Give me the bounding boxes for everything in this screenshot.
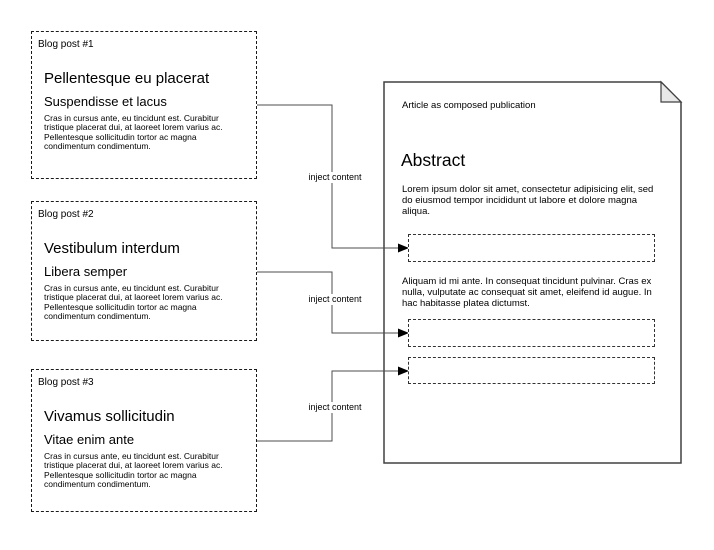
blog-post-label: Blog post #3: [38, 377, 94, 388]
blog-post-label: Blog post #1: [38, 39, 94, 50]
blog-post-body: Cras in cursus ante, eu tincidunt est. C…: [44, 283, 223, 321]
document-page-shape: [383, 81, 682, 464]
blog-post-box-2: Blog post #2 Vestibulum interdum Libera …: [31, 201, 257, 341]
arrowhead-icon-2: [398, 328, 409, 338]
content-placeholder-3: [408, 357, 655, 384]
content-placeholder-2: [408, 319, 655, 347]
connector-label-1: inject content: [305, 172, 365, 183]
blog-post-label: Blog post #2: [38, 209, 94, 220]
document-label: Article as composed publication: [402, 100, 536, 111]
document-heading: Abstract: [401, 150, 466, 170]
document-paragraph-1: Lorem ipsum dolor sit amet, consectetur …: [402, 184, 654, 217]
blog-post-subtitle: Suspendisse et lacus: [44, 94, 167, 109]
connector-label-3: inject content: [305, 402, 365, 413]
blog-post-title: Vivamus sollicitudin: [44, 408, 175, 425]
blog-post-subtitle: Libera semper: [44, 264, 128, 279]
connector-label-2: inject content: [305, 294, 365, 305]
page-fold-corner: [660, 80, 683, 103]
document-paragraph-2: Aliquam id mi ante. In consequat tincidu…: [402, 276, 652, 309]
arrowhead-icon-1: [398, 243, 409, 253]
blog-post-title: Vestibulum interdum: [44, 240, 180, 257]
blog-post-box-3: Blog post #3 Vivamus sollicitudin Vitae …: [31, 369, 257, 512]
blog-post-title: Pellentesque eu placerat: [44, 70, 210, 87]
blog-post-body: Cras in cursus ante, eu tincidunt est. C…: [44, 451, 223, 489]
content-placeholder-1: [408, 234, 655, 262]
blog-post-box-1: Blog post #1 Pellentesque eu placerat Su…: [31, 31, 257, 179]
blog-post-subtitle: Vitae enim ante: [44, 432, 135, 447]
blog-post-body: Cras in cursus ante, eu tincidunt est. C…: [44, 113, 223, 151]
arrowhead-icon-3: [398, 366, 409, 376]
